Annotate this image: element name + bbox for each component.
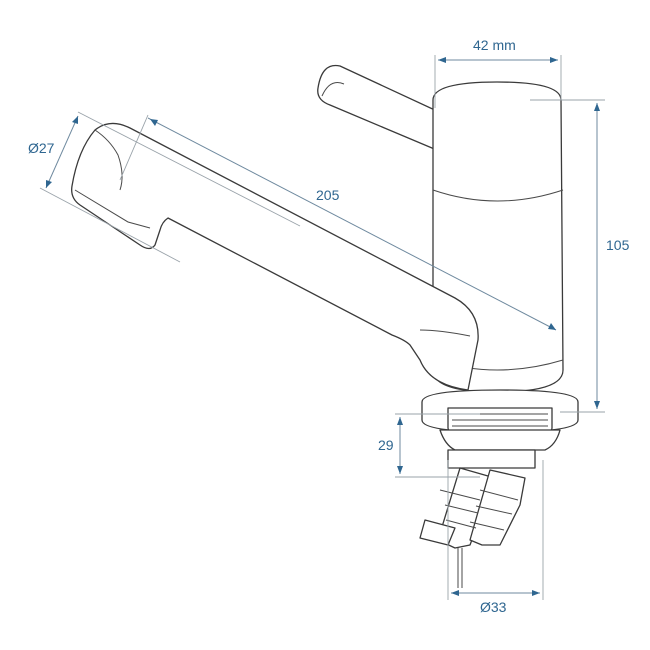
- label-thread-height: 29: [378, 437, 394, 453]
- label-spout-length: 205: [316, 187, 340, 203]
- label-base-diameter: Ø33: [480, 599, 507, 615]
- dim-height: 105: [530, 99, 630, 413]
- dim-base-diameter: Ø33: [447, 460, 544, 615]
- label-spout-diameter: Ø27: [28, 140, 55, 156]
- dim-spout-length: 205: [119, 114, 557, 331]
- label-height: 105: [606, 237, 630, 253]
- hose-connectors: [419, 467, 526, 588]
- dim-top-width: 42 mm: [434, 37, 562, 108]
- dim-thread-height: 29: [378, 413, 480, 478]
- dim-spout-diameter: Ø27: [28, 111, 301, 263]
- spout: [71, 122, 479, 391]
- label-top-width: 42 mm: [473, 37, 516, 53]
- base-mount: [421, 389, 579, 469]
